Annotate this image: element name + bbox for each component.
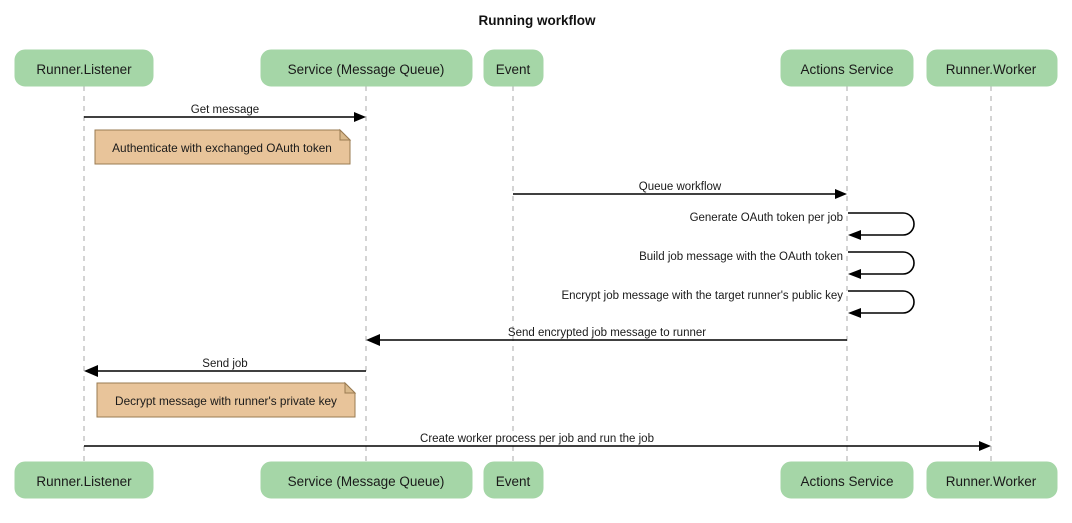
participant-event-bottom[interactable]: Event [483,461,544,499]
participant-label: Event [496,474,531,489]
message-generate-oauth-token-per-job: Generate OAuth token per job [690,212,915,240]
participant-actions-service-bottom[interactable]: Actions Service [780,461,914,499]
message-label: Send job [202,358,247,370]
message-send-job: Send job [84,358,366,377]
arrowhead-left-icon [848,269,861,279]
arrowhead-right-icon [835,189,847,199]
arrowhead-right-icon [354,112,366,122]
arrowhead-left-icon [366,334,380,346]
participant-runner-worker-bottom[interactable]: Runner.Worker [926,461,1058,499]
self-loop-path [848,251,915,275]
message-encrypt-job-message-with-target-runners-public-key: Encrypt job message with the target runn… [561,290,915,318]
self-loop-path [848,212,915,236]
participant-box[interactable] [483,49,544,87]
participant-box[interactable] [260,49,473,87]
participant-box[interactable] [14,49,154,87]
note-label: Authenticate with exchanged OAuth token [112,141,332,155]
participants-bottom: Runner.Listener Service (Message Queue) … [14,461,1058,499]
note-body [94,129,351,165]
message-create-worker-process-per-job-and-run-the-job: Create worker process per job and run th… [84,433,991,451]
arrowhead-left-icon [848,230,861,240]
participant-service-message-queue-top[interactable]: Service (Message Queue) [260,49,473,87]
participants-top: Runner.Listener Service (Message Queue) … [14,49,1058,87]
message-label: Get message [191,104,259,116]
message-label: Send encrypted job message to runner [508,327,706,339]
participant-service-message-queue-bottom[interactable]: Service (Message Queue) [260,461,473,499]
message-label: Build job message with the OAuth token [639,251,843,263]
participant-label: Runner.Worker [946,474,1037,489]
lifelines [83,86,992,462]
message-queue-workflow: Queue workflow [513,181,847,199]
participant-box[interactable] [926,49,1058,87]
participant-box[interactable] [926,461,1058,499]
participant-box[interactable] [780,461,914,499]
participant-label: Actions Service [800,474,893,489]
participant-event-top[interactable]: Event [483,49,544,87]
participant-label: Service (Message Queue) [288,62,445,77]
participant-label: Actions Service [800,62,893,77]
message-label: Generate OAuth token per job [690,212,843,224]
participant-actions-service-top[interactable]: Actions Service [780,49,914,87]
participant-label: Runner.Worker [946,62,1037,77]
participant-label: Runner.Listener [36,474,132,489]
message-get-message: Get message [84,104,366,122]
note-fold-corner-icon [339,128,352,141]
participant-runner-worker-top[interactable]: Runner.Worker [926,49,1058,87]
message-label: Encrypt job message with the target runn… [561,290,843,302]
participant-runner-listener-top[interactable]: Runner.Listener [14,49,154,87]
participant-box[interactable] [780,49,914,87]
arrowhead-left-icon [848,308,861,318]
note-body [96,382,356,418]
participant-box[interactable] [260,461,473,499]
page-title: Running workflow [479,13,596,28]
arrowhead-right-icon [979,441,991,451]
participant-label: Runner.Listener [36,62,132,77]
participant-label: Service (Message Queue) [288,474,445,489]
arrowhead-left-icon [84,365,98,377]
note-label: Decrypt message with runner's private ke… [115,394,337,408]
self-loop-path [848,290,915,314]
message-label: Queue workflow [639,181,722,193]
participant-box[interactable] [14,461,154,499]
participant-runner-listener-bottom[interactable]: Runner.Listener [14,461,154,499]
message-send-encrypted-job-message-to-runner: Send encrypted job message to runner [366,327,847,346]
message-build-job-message-with-oauth-token: Build job message with the OAuth token [639,251,915,279]
note-decrypt-message-with-runners-private-key: Decrypt message with runner's private ke… [96,381,357,418]
message-label: Create worker process per job and run th… [420,433,654,445]
participant-box[interactable] [483,461,544,499]
note-fold-corner-icon [344,381,357,394]
note-authenticate-with-exchanged-oauth-token: Authenticate with exchanged OAuth token [94,128,352,165]
participant-label: Event [496,62,531,77]
